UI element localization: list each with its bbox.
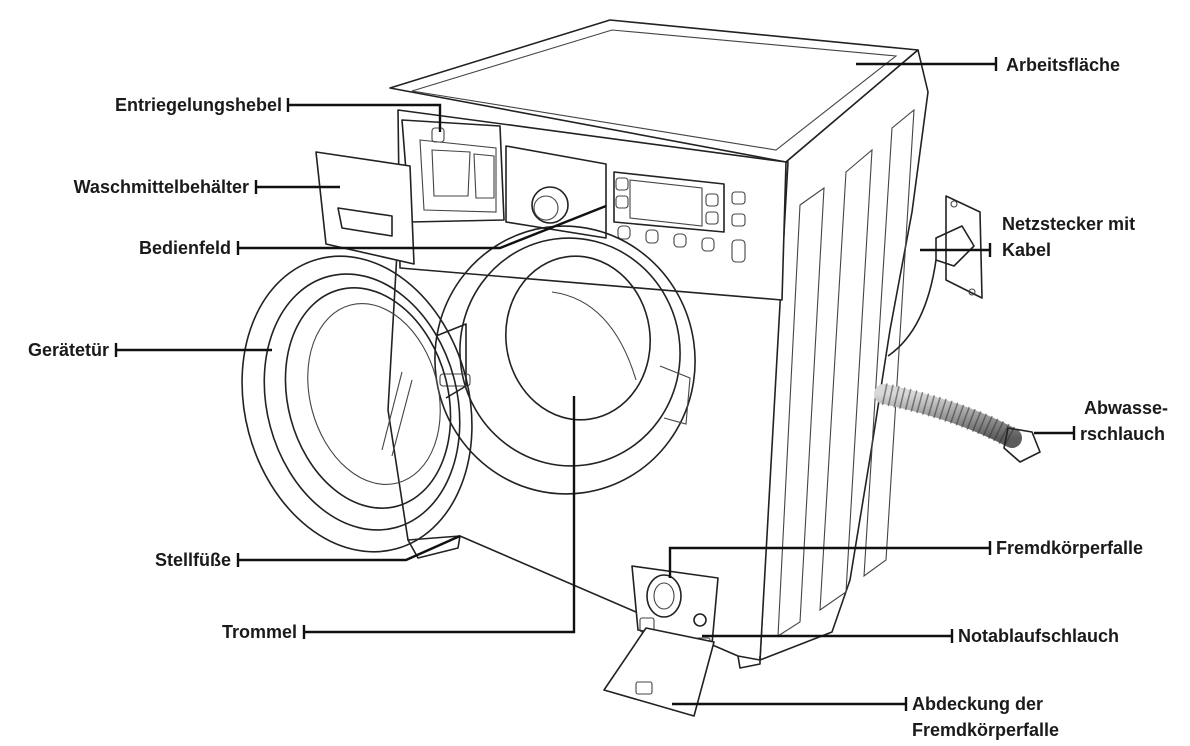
label-geraetetuer: Gerätetür: [28, 340, 109, 360]
button[interactable]: [731, 239, 746, 263]
label-arbeitsflaeche: Arbeitsfläche: [1006, 55, 1120, 75]
label-abdeckung-line2: Fremdkörperfalle: [912, 720, 1059, 740]
label-entriegelungshebel: Entriegelungshebel: [115, 95, 282, 115]
button[interactable]: [701, 237, 715, 252]
button[interactable]: [645, 229, 659, 244]
detergent-drawer[interactable]: [315, 119, 505, 265]
label-trommel: Trommel: [222, 622, 297, 642]
power-plug: [887, 195, 983, 357]
program-knob[interactable]: [531, 186, 569, 224]
label-netzstecker-line1: Netzstecker mit: [1002, 214, 1135, 234]
button[interactable]: [673, 233, 687, 248]
labels: Arbeitsfläche Entriegelungshebel Waschmi…: [28, 55, 1168, 740]
drain-hose: [874, 383, 1041, 463]
leader-lines: [114, 57, 1076, 711]
button[interactable]: [617, 225, 631, 240]
machine-body: [387, 19, 929, 661]
label-waschmittelbehaelter: Waschmittelbehälter: [74, 177, 249, 197]
label-notablaufschlauch: Notablaufschlauch: [958, 626, 1119, 646]
label-abdeckung-line1: Abdeckung der: [912, 694, 1043, 714]
display: [629, 179, 703, 227]
emergency-drain-hose[interactable]: [693, 613, 707, 627]
button[interactable]: [731, 213, 746, 227]
label-bedienfeld: Bedienfeld: [139, 238, 231, 258]
adjustable-feet: [407, 535, 461, 559]
control-panel[interactable]: [505, 145, 746, 263]
drum: [504, 255, 652, 421]
door[interactable]: [210, 230, 504, 578]
button[interactable]: [731, 191, 746, 205]
knob-inner: [533, 195, 559, 221]
filter-area[interactable]: [603, 565, 719, 717]
label-stellfuesse: Stellfüße: [155, 550, 231, 570]
label-fremdkoerperfalle: Fremdkörperfalle: [996, 538, 1143, 558]
label-abwasserschlauch-line1: Abwasse-: [1084, 398, 1168, 418]
debris-filter[interactable]: [646, 574, 682, 618]
filter-cover[interactable]: [603, 627, 715, 717]
drawer-handle: [337, 207, 393, 237]
label-abwasserschlauch-line2: rschlauch: [1080, 424, 1165, 444]
display-frame: [613, 171, 725, 233]
label-netzstecker-line2: Kabel: [1002, 240, 1051, 260]
program-knob-area: [505, 145, 607, 239]
release-lever[interactable]: [431, 127, 445, 143]
